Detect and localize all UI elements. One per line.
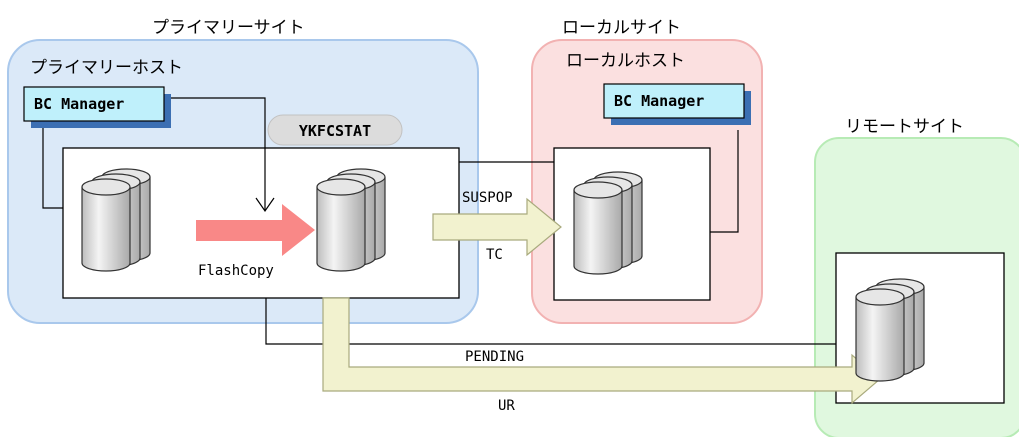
local-host-label: ローカルホスト bbox=[566, 51, 685, 71]
command-arrow-head bbox=[255, 197, 275, 213]
tc-status-label: SUSPOP bbox=[462, 190, 513, 206]
tc-type-label: TC bbox=[486, 247, 503, 263]
remote-volumes bbox=[856, 279, 924, 381]
local-bc-manager-label: BC Manager bbox=[614, 92, 704, 110]
command-badge: YKFCSTAT bbox=[267, 114, 403, 146]
flashcopy-label: FlashCopy bbox=[198, 263, 274, 279]
flashcopy-arrow bbox=[196, 204, 315, 256]
primary-host-label: プライマリーホスト bbox=[30, 58, 183, 78]
local-bcm-control-line bbox=[710, 130, 739, 233]
primary-site-label: プライマリーサイト bbox=[152, 18, 305, 38]
primary-bc-manager-box: BC Manager bbox=[23, 86, 171, 128]
local-volumes bbox=[574, 172, 642, 274]
local-site-label: ローカルサイト bbox=[562, 18, 681, 38]
primary-bc-manager-label: BC Manager bbox=[34, 95, 124, 113]
ur-connection-line bbox=[265, 298, 836, 345]
command-label: YKFCSTAT bbox=[299, 122, 371, 140]
ur-status-label: PENDING bbox=[465, 349, 524, 365]
primary-bcm-command-line bbox=[165, 97, 266, 210]
ur-type-label: UR bbox=[498, 398, 515, 414]
primary-target-volumes bbox=[317, 169, 385, 271]
remote-site-label: リモートサイト bbox=[845, 117, 964, 137]
primary-source-volumes bbox=[82, 169, 150, 271]
tc-transfer-arrow bbox=[432, 197, 562, 257]
primary-bcm-control-line bbox=[42, 118, 63, 209]
local-bc-manager-box: BC Manager bbox=[603, 83, 751, 125]
